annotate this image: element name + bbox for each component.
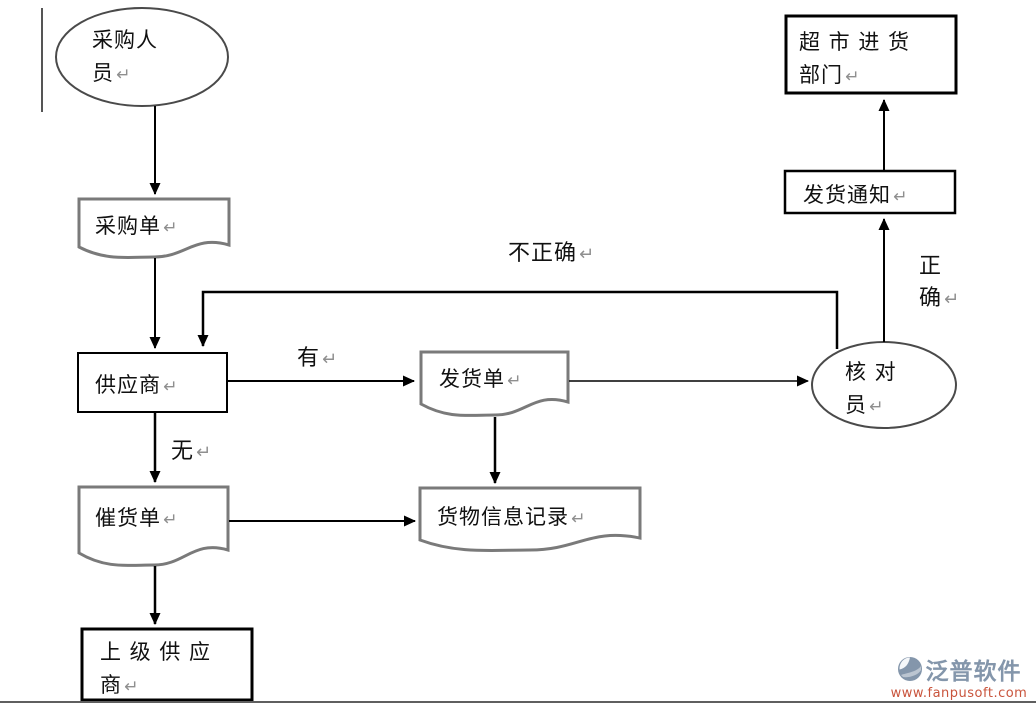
fanpu-watermark: 泛普软件 www.fanpusoft.com bbox=[888, 652, 1030, 701]
bottom-border-line bbox=[0, 701, 1036, 703]
label-text: 供应商 bbox=[95, 373, 161, 397]
node-label-checker: 核 对 员↵ bbox=[845, 356, 897, 421]
label-text: 上 级 供 应 商 bbox=[100, 640, 212, 697]
watermark-url-text: www.fanpusoft.com bbox=[890, 686, 1028, 701]
edge-label-have: 有↵ bbox=[297, 343, 337, 375]
doc-goods-info-record-shape bbox=[418, 486, 642, 553]
label-text: 采购单 bbox=[95, 214, 161, 238]
enter-mark-icon: ↵ bbox=[893, 187, 908, 207]
node-label-expedite-order: 催货单↵ bbox=[95, 502, 177, 535]
watermark-brand-row: 泛普软件 bbox=[888, 652, 1030, 686]
enter-mark-icon: ↵ bbox=[124, 676, 139, 697]
watermark-brand-text: 泛普软件 bbox=[925, 659, 1022, 685]
label-text: 超 市 进 货 部门 bbox=[799, 30, 911, 87]
doc-purchase-order-shape bbox=[77, 197, 231, 260]
doc-shipping-order-shape bbox=[419, 350, 570, 417]
node-label-shipping-order: 发货单↵ bbox=[439, 363, 521, 396]
enter-mark-icon: ↵ bbox=[507, 371, 522, 391]
edge-label-incorrect: 不正确↵ bbox=[508, 238, 594, 270]
label-text: 货物信息记录 bbox=[437, 505, 569, 529]
enter-mark-icon: ↵ bbox=[869, 396, 884, 417]
node-label-shipping-notice: 发货通知↵ bbox=[803, 179, 907, 212]
enter-mark-icon: ↵ bbox=[571, 509, 586, 529]
label-text: 核 对 员 bbox=[845, 360, 897, 417]
enter-mark-icon: ↵ bbox=[116, 64, 131, 85]
node-label-superior-supplier: 上 级 供 应 商↵ bbox=[100, 636, 211, 701]
node-label-purchaser: 采购人 员↵ bbox=[92, 24, 158, 89]
rect-supermarket-dept-shape bbox=[784, 14, 958, 95]
rect-supplier-shape bbox=[77, 352, 228, 413]
stray-vertical-line bbox=[41, 8, 43, 112]
label-text: 发货通知 bbox=[803, 183, 891, 207]
enter-mark-icon: ↵ bbox=[944, 288, 960, 310]
enter-mark-icon: ↵ bbox=[322, 349, 338, 370]
enter-mark-icon: ↵ bbox=[196, 442, 212, 463]
label-text: 无 bbox=[171, 439, 195, 464]
label-text: 采购人 员 bbox=[92, 28, 158, 85]
node-label-supermarket-dept: 超 市 进 货 部门↵ bbox=[799, 26, 910, 91]
ellipse-purchaser-shape bbox=[55, 7, 229, 107]
enter-mark-icon: ↵ bbox=[163, 218, 178, 238]
node-label-goods-info-record: 货物信息记录↵ bbox=[437, 501, 585, 534]
fanpu-logo-icon bbox=[897, 657, 922, 681]
label-text: 不正确 bbox=[508, 241, 578, 266]
enter-mark-icon: ↵ bbox=[163, 510, 178, 530]
doc-expedite-order-shape bbox=[77, 485, 230, 567]
rect-superior-supplier-shape bbox=[80, 627, 254, 702]
label-text: 催货单 bbox=[95, 506, 161, 530]
node-label-purchase-order: 采购单↵ bbox=[95, 210, 177, 243]
enter-mark-icon: ↵ bbox=[163, 377, 178, 397]
node-label-supplier: 供应商↵ bbox=[95, 369, 177, 402]
label-text: 正 确 bbox=[919, 254, 943, 311]
enter-mark-icon: ↵ bbox=[845, 66, 860, 87]
label-text: 发货单 bbox=[439, 367, 505, 391]
label-text: 有 bbox=[297, 346, 321, 371]
rect-shipping-notice-shape bbox=[783, 169, 957, 215]
edge-label-correct: 正 确↵ bbox=[919, 251, 959, 315]
edge-checker-to-supplier-incorrect bbox=[197, 290, 839, 349]
edge-label-none: 无↵ bbox=[171, 436, 211, 468]
enter-mark-icon: ↵ bbox=[579, 244, 595, 265]
